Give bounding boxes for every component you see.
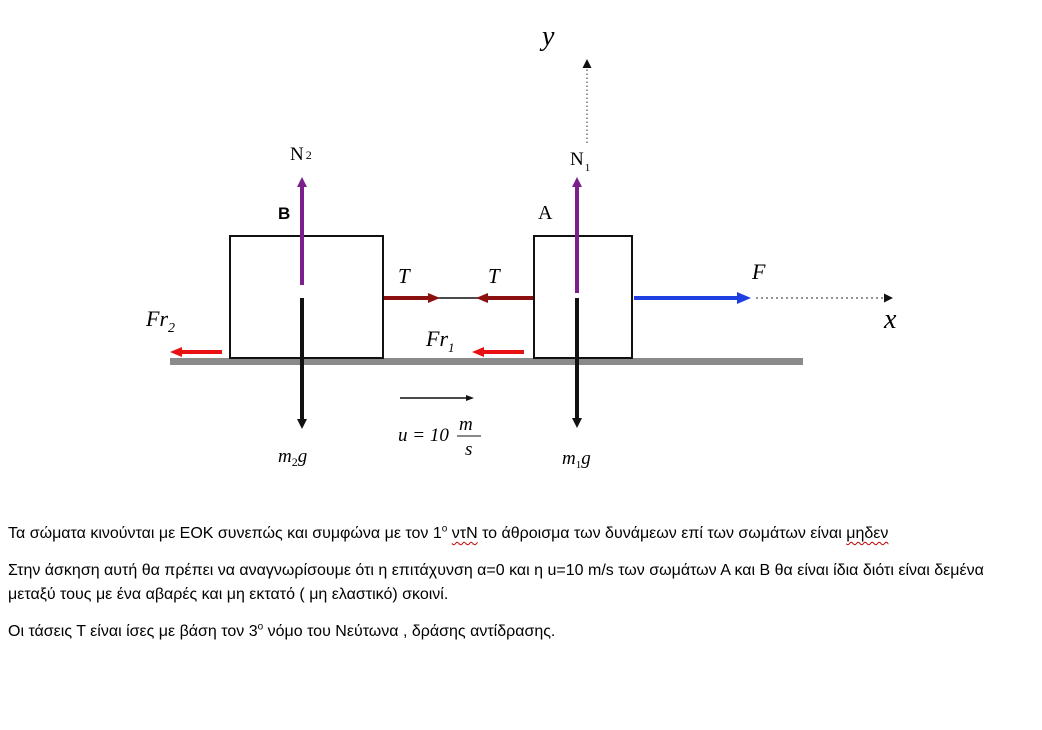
y-axis-label: y: [539, 21, 555, 52]
velocity-denominator: s: [465, 439, 472, 460]
n1-label: N1: [570, 149, 590, 174]
fr2-label: Fr2: [145, 306, 175, 336]
m1g-label: m1g: [562, 448, 591, 471]
tension-left-label: T: [398, 264, 411, 288]
explanation-text: Τα σώματα κινούνται με ΕΟΚ συνεπώς και σ…: [8, 522, 1033, 657]
m2g-label: m2g: [278, 446, 307, 469]
block-b-label: B: [278, 204, 290, 223]
block-a: [533, 235, 633, 359]
fr1-label: Fr1: [425, 326, 455, 355]
paragraph-1: Τα σώματα κινούνται με ΕΟΚ συνεπώς και σ…: [8, 523, 889, 542]
velocity-numerator: m: [459, 414, 473, 435]
paragraph-3: Οι τάσεις Τ είναι ίσες με βάση τον 3ο νό…: [8, 621, 556, 640]
applied-force-label: F: [751, 259, 766, 284]
ground-surface: [170, 358, 803, 365]
block-b: [229, 235, 384, 359]
velocity-lhs: u = 10: [398, 425, 449, 446]
block-a-label: A: [538, 202, 553, 224]
paragraph-2: Στην άσκηση αυτή θα πρέπει να αναγνωρίσο…: [8, 562, 984, 603]
tension-right-label: T: [488, 264, 501, 288]
x-axis-label: x: [883, 304, 897, 335]
